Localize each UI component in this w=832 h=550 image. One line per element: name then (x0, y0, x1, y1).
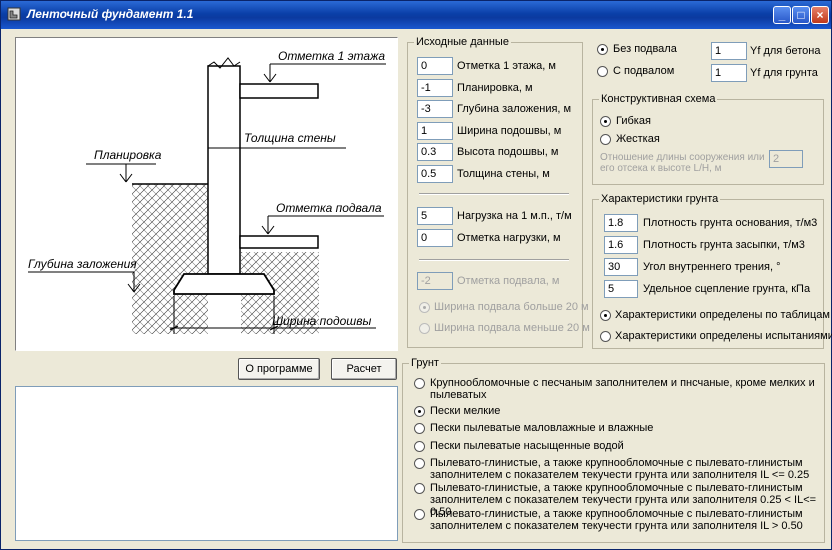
gamma-soil-label: Yf для грунта (750, 67, 818, 79)
minimize-button[interactable]: _ (773, 6, 791, 24)
with-basement-label: С подвалом (613, 65, 675, 77)
gamma-concrete-label: Yf для бетона (750, 45, 821, 57)
depth-input[interactable] (417, 100, 453, 118)
gamma-concrete-input[interactable] (711, 42, 747, 60)
floor1-elevation-label: Отметка 1 этажа, м (457, 60, 556, 72)
basement-narrow-label: Ширина подвала меньше 20 м (434, 322, 590, 334)
soil-option-label: Пылевато-глинистые, а также крупнообломо… (430, 508, 803, 520)
label-floor1: Отметка 1 этажа (278, 49, 386, 63)
ratio-label-line2: его отсека к высоте L/H, м (600, 163, 722, 174)
by-tests-radio[interactable] (600, 331, 611, 342)
grade-input[interactable] (417, 79, 453, 97)
footing-width-input[interactable] (417, 122, 453, 140)
basement-narrow-radio[interactable] (419, 323, 430, 334)
by-tables-label: Характеристики определены по таблицам (615, 309, 830, 321)
basement-wide-label: Ширина подвала больше 20 м (434, 301, 589, 313)
depth-label: Глубина заложения, м (457, 103, 572, 115)
separator (419, 193, 569, 195)
structural-scheme-group: Конструктивная схема (592, 93, 824, 185)
soil-option-label: Пылевато-глинистые, а также крупнообломо… (430, 457, 803, 469)
soil-option-radio[interactable] (414, 378, 425, 389)
soil-type-group: Грунт (402, 357, 825, 543)
wall-thickness-label: Толщина стены, м (457, 168, 550, 180)
label-footing-width: Ширина подошвы (272, 314, 372, 328)
soil-option-label: Пески пылеватые маловлажные и влажные (430, 422, 654, 434)
soil-properties-group: Характеристики грунта (592, 193, 824, 349)
soil-option-label: Пылевато-глинистые, а также крупнообломо… (430, 482, 803, 494)
load-input[interactable] (417, 207, 453, 225)
label-depth: Глубина заложения (28, 257, 137, 271)
about-button[interactable]: О программе (238, 358, 320, 380)
app-icon (7, 7, 21, 21)
rigid-radio[interactable] (600, 134, 611, 145)
soil-option-radio[interactable] (414, 458, 425, 469)
foundation-diagram: Отметка 1 этажа Толщина стены Планировка… (15, 37, 398, 351)
calculate-button[interactable]: Расчет (331, 358, 397, 380)
source-data-group: Исходные данные (407, 36, 583, 348)
soil-option-radio[interactable] (414, 441, 425, 452)
soil-option-label: пылеватых (430, 389, 487, 401)
friction-angle-input[interactable] (604, 258, 638, 276)
no-basement-label: Без подвала (613, 43, 677, 55)
load-elevation-input[interactable] (417, 229, 453, 247)
structural-scheme-title: Конструктивная схема (599, 93, 718, 105)
with-basement-radio[interactable] (597, 66, 608, 77)
label-basement: Отметка подвала (276, 201, 382, 215)
length-height-ratio-input[interactable] (769, 150, 803, 168)
label-grade: Планировка (94, 148, 162, 162)
ratio-label-line1: Отношение длины сооружения или (600, 152, 765, 163)
backfill-density-label: Плотность грунта засыпки, т/м3 (643, 239, 805, 251)
soil-option-label: заполнителем с показателем текучести гру… (430, 494, 817, 518)
base-soil-density-label: Плотность грунта основания, т/м3 (643, 217, 818, 229)
basement-elevation-input[interactable] (417, 272, 453, 290)
flexible-radio[interactable] (600, 116, 611, 127)
source-data-title: Исходные данные (414, 36, 511, 48)
by-tables-radio[interactable] (600, 310, 611, 321)
footing-height-label: Высота подошвы, м (457, 146, 559, 158)
title-bar[interactable]: Ленточный фундамент 1.1 _ □ × (1, 1, 831, 29)
basement-wide-radio[interactable] (419, 302, 430, 313)
footing-height-input[interactable] (417, 143, 453, 161)
soil-option-radio[interactable] (414, 509, 425, 520)
soil-properties-title: Характеристики грунта (599, 193, 721, 205)
soil-option-label: заполнителем с показателем текучести гру… (430, 520, 803, 532)
cohesion-label: Удельное сцепление грунта, кПа (643, 283, 811, 295)
maximize-button[interactable]: □ (792, 6, 810, 24)
friction-angle-label: Угол внутреннего трения, ° (643, 261, 781, 273)
label-wall-thickness: Толщина стены (244, 131, 336, 145)
grade-label: Планировка, м (457, 82, 533, 94)
floor1-elevation-input[interactable] (417, 57, 453, 75)
load-label: Нагрузка на 1 м.п., т/м (457, 210, 572, 222)
soil-option-radio[interactable] (414, 423, 425, 434)
foundation-drawing (28, 57, 386, 334)
cohesion-input[interactable] (604, 280, 638, 298)
soil-option-label: заполнителем с показателем текучести гру… (430, 469, 810, 481)
gamma-soil-input[interactable] (711, 64, 747, 82)
by-tests-label: Характеристики определены испытаниями (615, 330, 832, 342)
footing-width-label: Ширина подошвы, м (457, 125, 562, 137)
flexible-label: Гибкая (616, 115, 651, 127)
window-title: Ленточный фундамент 1.1 (27, 7, 194, 21)
rigid-label: Жесткая (616, 133, 660, 145)
soil-option-label: Пески мелкие (430, 405, 501, 417)
soil-option-radio[interactable] (414, 483, 425, 494)
no-basement-radio[interactable] (597, 44, 608, 55)
base-soil-density-input[interactable] (604, 214, 638, 232)
load-elevation-label: Отметка нагрузки, м (457, 232, 561, 244)
separator (419, 259, 569, 261)
close-button[interactable]: × (811, 6, 829, 24)
backfill-density-input[interactable] (604, 236, 638, 254)
soil-option-label: Пески пылеватые насыщенные водой (430, 440, 624, 452)
basement-elevation-label: Отметка подвала, м (457, 275, 560, 287)
results-textarea[interactable] (15, 386, 398, 541)
soil-option-radio[interactable] (414, 406, 425, 417)
soil-type-title: Грунт (409, 357, 441, 369)
wall-thickness-input[interactable] (417, 165, 453, 183)
soil-option-label: Крупнообломочные с песчаным заполнителем… (430, 377, 815, 389)
